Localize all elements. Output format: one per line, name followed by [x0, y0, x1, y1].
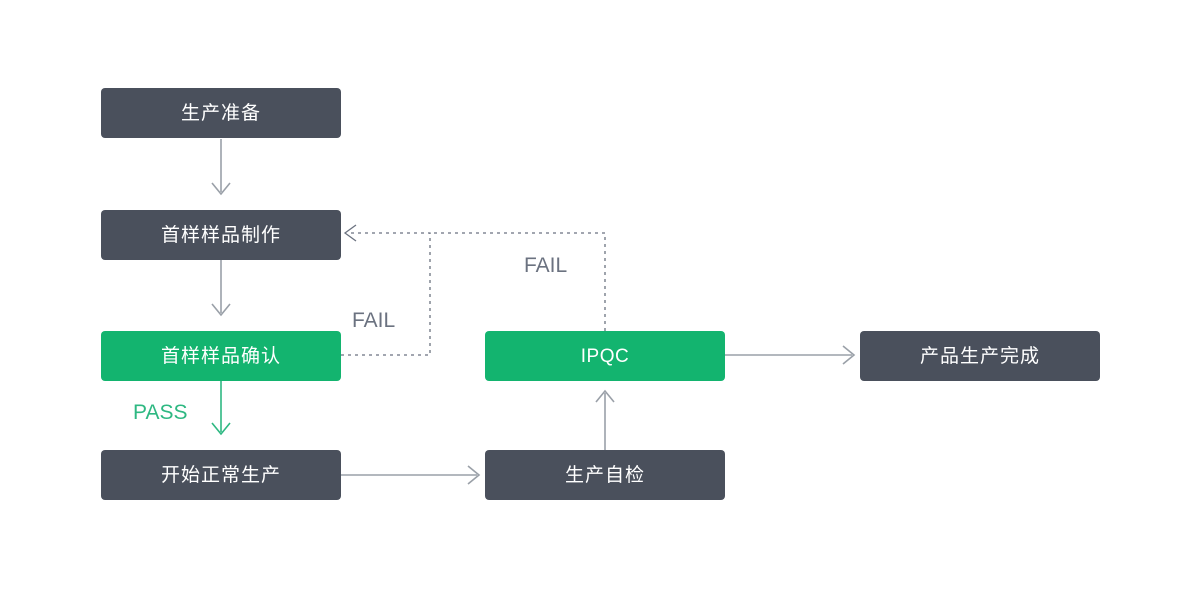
- edge-label-fail-confirm: FAIL: [352, 309, 396, 332]
- edge-ipqc-to-done: [725, 345, 856, 365]
- edge-normal-to-selfcheck: [341, 465, 481, 485]
- edge-label-fail-ipqc: FAIL: [524, 254, 568, 277]
- node-label: 开始正常生产: [160, 464, 281, 486]
- node-production-preparation[interactable]: 生产准备: [101, 88, 341, 138]
- node-production-self-inspection[interactable]: 生产自检: [485, 450, 725, 500]
- edge-confirm-to-normal: [211, 381, 231, 436]
- edge-confirm-fail-to-sample: [341, 224, 431, 356]
- node-label: 首样样品制作: [160, 224, 281, 246]
- node-product-production-complete[interactable]: 产品生产完成: [860, 331, 1100, 381]
- node-ipqc[interactable]: IPQC: [485, 331, 725, 381]
- edge-sample-to-confirm: [211, 260, 231, 317]
- edge-label-pass-confirm: PASS: [133, 401, 188, 424]
- node-first-sample-making[interactable]: 首样样品制作: [101, 210, 341, 260]
- edge-ipqc-fail-to-sample: [430, 232, 606, 331]
- node-start-normal-production[interactable]: 开始正常生产: [101, 450, 341, 500]
- node-label: 生产准备: [180, 102, 261, 124]
- node-label: IPQC: [580, 345, 630, 367]
- node-label: 产品生产完成: [919, 345, 1040, 367]
- node-label: 首样样品确认: [160, 345, 281, 367]
- node-label: 生产自检: [564, 464, 645, 486]
- node-first-sample-confirmation[interactable]: 首样样品确认: [101, 331, 341, 381]
- edge-selfcheck-to-ipqc: [595, 389, 615, 450]
- edge-prep-to-sample: [211, 139, 231, 196]
